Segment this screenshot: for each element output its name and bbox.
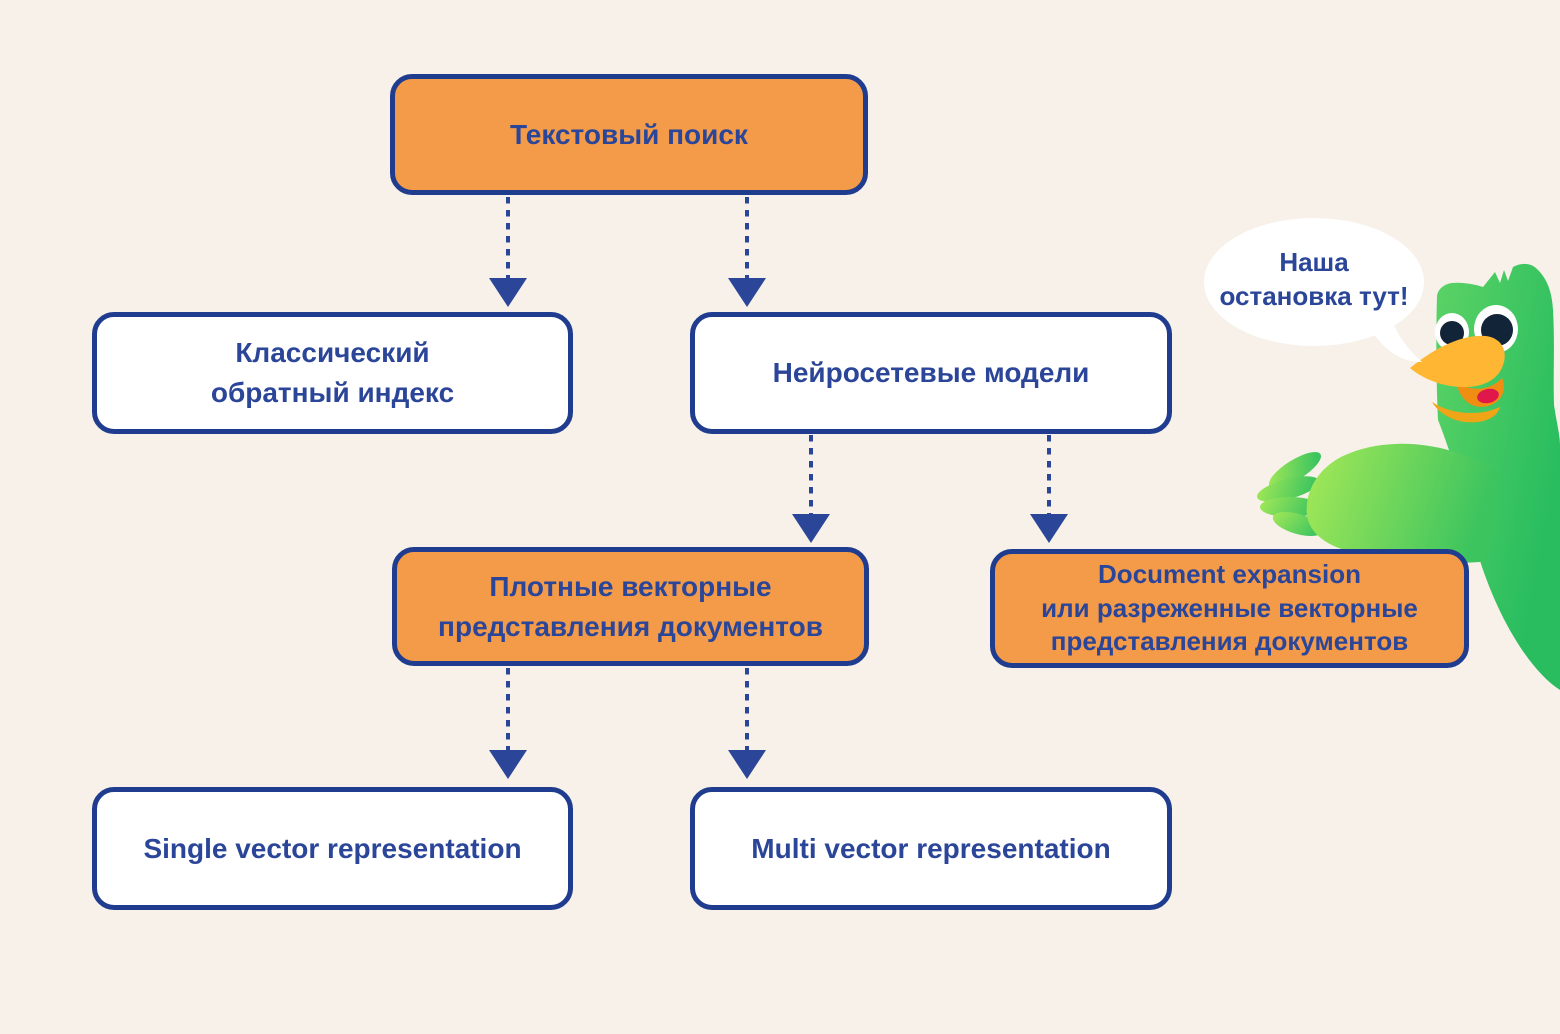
arrow-dense-vectors-to-single-vector — [489, 668, 527, 779]
node-document-expansion: Document expansion или разреженные векто… — [990, 549, 1469, 668]
arrow-neural-models-to-doc-expansion — [1030, 435, 1068, 543]
speech-bubble-text: Наша остановка тут! — [1219, 247, 1409, 311]
arrow-text-search-to-classic-index — [489, 197, 527, 307]
node-classic-inverted-index: Классический обратный индекс — [92, 312, 573, 434]
mascot-beak — [1410, 335, 1505, 423]
node-dense-vector-representations: Плотные векторные представления документ… — [392, 547, 869, 666]
green-duck-mascot — [1204, 218, 1560, 690]
arrow-text-search-to-neural-models — [728, 197, 766, 307]
speech-bubble-shape — [1204, 218, 1424, 362]
arrow-neural-models-to-dense-vectors — [792, 435, 830, 543]
mascot-wing — [1256, 443, 1498, 563]
arrow-dense-vectors-to-multi-vector — [728, 668, 766, 779]
node-text-search: Текстовый поиск — [390, 74, 868, 195]
node-multi-vector-representation: Multi vector representation — [690, 787, 1172, 910]
node-neural-models: Нейросетевые модели — [690, 312, 1172, 434]
node-single-vector-representation: Single vector representation — [92, 787, 573, 910]
